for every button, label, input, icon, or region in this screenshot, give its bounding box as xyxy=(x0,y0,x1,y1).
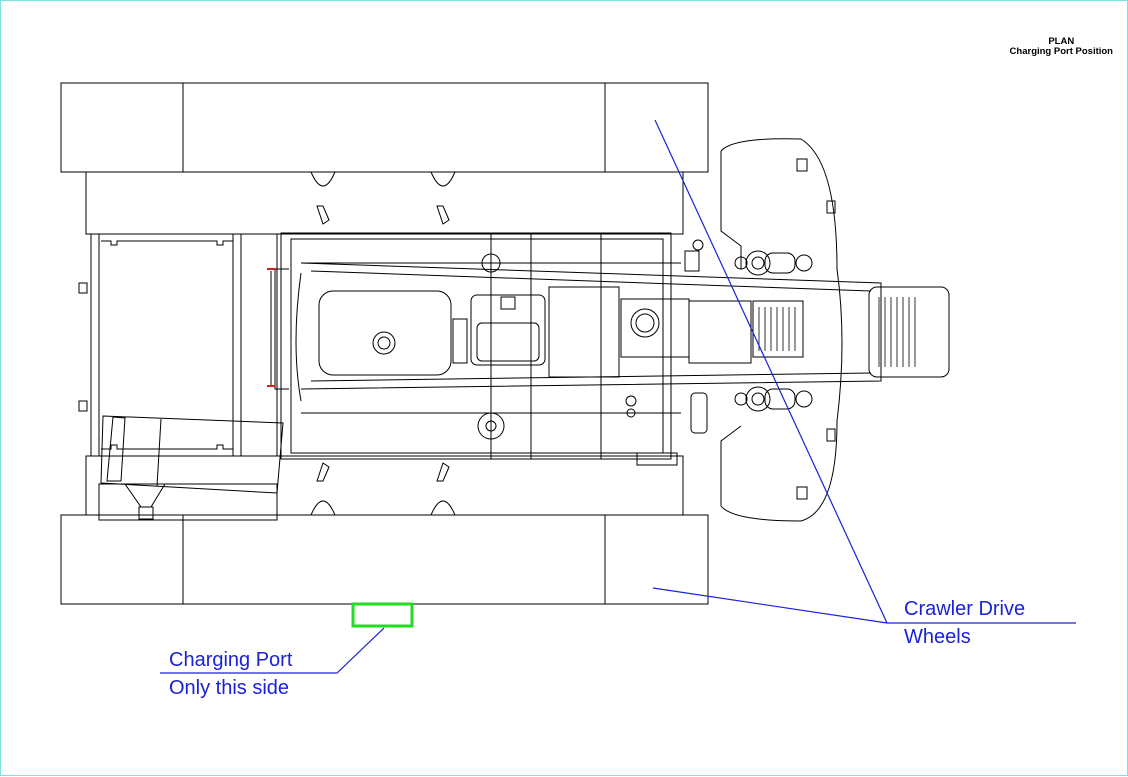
upper-crawler-track xyxy=(60,82,709,173)
boom-arm xyxy=(300,262,950,390)
charging-port-label-line1: Charging Port xyxy=(169,649,293,671)
charging-port-label-line2: Only this side xyxy=(169,677,290,699)
charging-port-marker xyxy=(351,602,414,628)
crawler-label-line2: Wheels xyxy=(904,626,971,648)
rear-battery-housing xyxy=(78,233,284,521)
callout-leaders xyxy=(160,119,1076,674)
view-subtitle: Charging Port Position xyxy=(1009,46,1113,57)
front-outrigger-assembly xyxy=(720,138,843,522)
red-hydraulic-marks xyxy=(267,268,275,387)
view-title: PLAN xyxy=(1048,36,1075,47)
crawler-drive-label: Crawler Drive xyxy=(904,598,1025,620)
lower-crawler-track xyxy=(60,514,709,605)
crawler-label-line1: Crawler Drive xyxy=(904,598,1026,620)
charging-port-label: Charging Port xyxy=(169,649,292,671)
title-block: PLAN Charging Port Position xyxy=(1010,37,1113,57)
crawler-wheels-label: Wheels xyxy=(904,626,971,648)
track-lugs xyxy=(310,171,456,516)
charging-port-side-label: Only this side xyxy=(169,677,289,699)
main-chassis xyxy=(270,232,681,460)
upper-side-frame xyxy=(85,171,684,235)
control-components xyxy=(625,239,708,466)
lower-side-frame xyxy=(85,455,684,516)
